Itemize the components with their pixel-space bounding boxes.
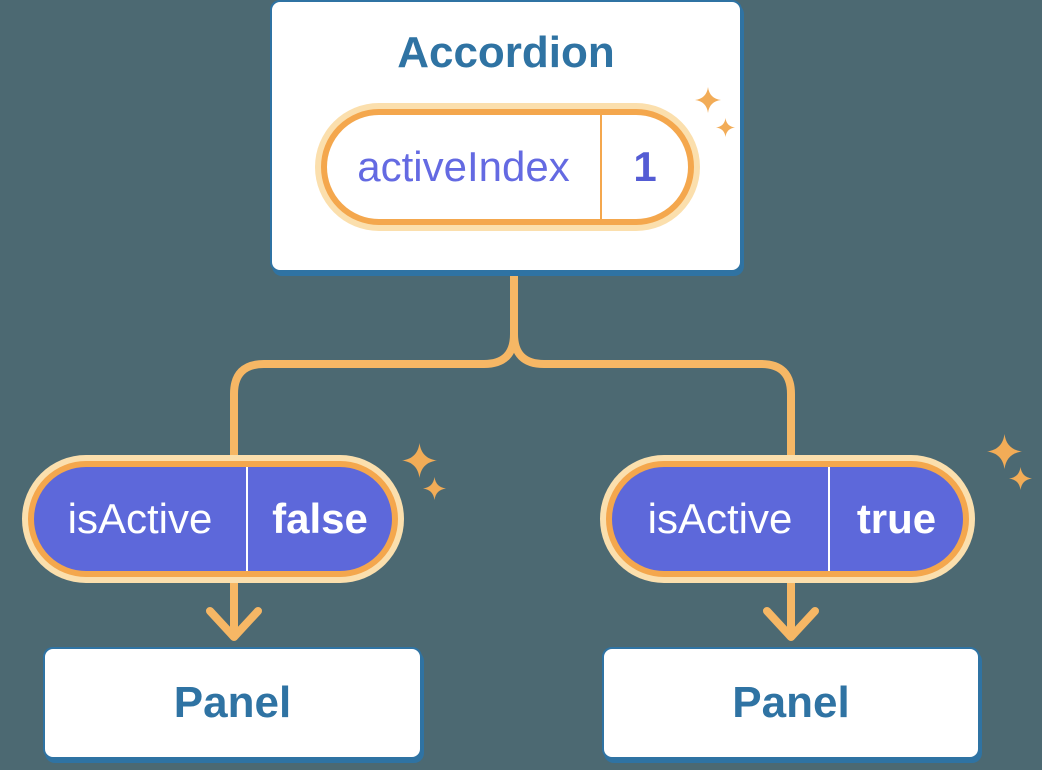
sparkle-icon	[695, 87, 721, 113]
prop-pill-left-label: isActive	[67, 495, 213, 542]
prop-pill-left-value: false	[272, 495, 368, 542]
arrow-left-head-icon	[206, 607, 262, 641]
branch-line-left	[230, 268, 518, 472]
prop-pill-right-divider	[828, 467, 830, 571]
sparkle-icon	[402, 443, 437, 478]
state-pill-ring: activeIndex 1	[321, 109, 694, 225]
sparkle-icon	[1009, 467, 1032, 490]
prop-pill-left-ring: isActive false	[28, 461, 398, 577]
panel-component-box-right: Panel	[602, 647, 980, 759]
prop-pill-left-divider	[246, 467, 248, 571]
prop-pill-right-ring: isActive true	[606, 461, 969, 577]
is-active-prop-pill-left: isActive false	[22, 455, 404, 583]
accordion-title: Accordion	[397, 28, 615, 77]
state-pill-value: 1	[633, 143, 657, 190]
sparkle-icon	[987, 434, 1022, 469]
sparkle-icon	[423, 477, 446, 500]
branch-line-right	[510, 268, 795, 472]
is-active-prop-pill-right: isActive true	[600, 455, 975, 583]
panel-title-left: Panel	[173, 678, 292, 727]
state-pill-divider	[600, 115, 602, 219]
panel-title-right: Panel	[732, 678, 850, 727]
prop-pill-right-label: isActive	[647, 495, 793, 542]
prop-pill-right-value: true	[856, 495, 937, 542]
sparkle-icon	[716, 118, 735, 137]
arrow-right-head-icon	[763, 607, 819, 641]
state-pill-label: activeIndex	[357, 143, 570, 190]
active-index-state-pill: activeIndex 1	[315, 103, 700, 231]
panel-component-box-left: Panel	[43, 647, 422, 759]
